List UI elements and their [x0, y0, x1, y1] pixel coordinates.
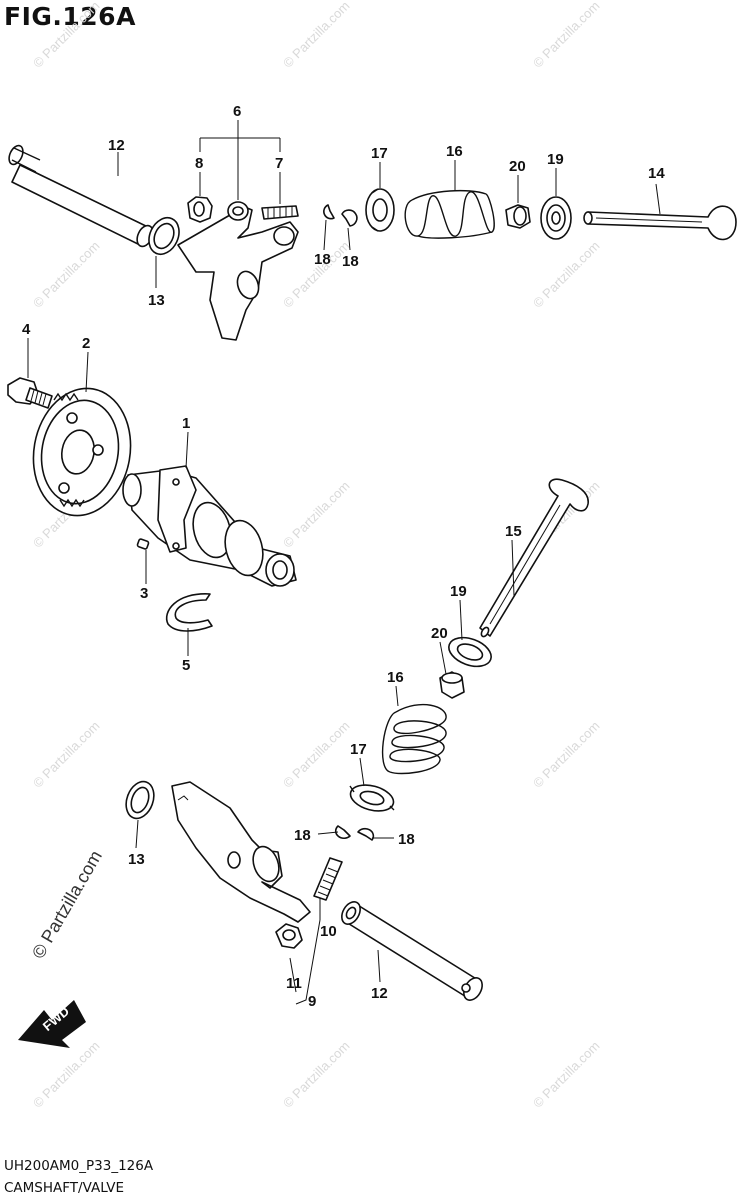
- rocker-shaft-bottom[interactable]: [338, 899, 486, 1004]
- callout-1: 1: [182, 415, 190, 432]
- callout-20: 20: [431, 625, 448, 642]
- callout-7: 7: [275, 155, 283, 172]
- callout-16: 16: [446, 143, 463, 160]
- callout-4: 4: [22, 321, 31, 338]
- callout-18: 18: [314, 251, 331, 268]
- callout-18: 18: [342, 253, 359, 270]
- callout-20: 20: [509, 158, 526, 175]
- cam-sprocket[interactable]: [24, 381, 141, 524]
- forward-direction-arrow: FWD: [18, 1000, 86, 1048]
- valve-stem-seal-top[interactable]: [505, 204, 531, 229]
- valve-cotter-bottom-b[interactable]: [357, 827, 375, 841]
- figure-name: CAMSHAFT/VALVE: [4, 1180, 124, 1196]
- callout-19: 19: [547, 151, 564, 168]
- callout-13: 13: [128, 851, 145, 868]
- thrust-washer-top[interactable]: [143, 213, 184, 259]
- valve-stem-seal-bottom[interactable]: [439, 671, 465, 699]
- callout-13: 13: [148, 292, 165, 309]
- spring-retainer-top[interactable]: [365, 188, 395, 232]
- rocker-arm-bottom[interactable]: [171, 781, 311, 923]
- callout-12: 12: [371, 985, 388, 1002]
- callout-3: 3: [140, 585, 148, 602]
- callout-17: 17: [371, 145, 388, 162]
- callout-12: 12: [108, 137, 125, 154]
- callout-8: 8: [195, 155, 203, 172]
- adjusting-screw-top[interactable]: [261, 205, 299, 220]
- lock-nut-bottom[interactable]: [275, 923, 303, 949]
- figure-code: UH200AM0_P33_126A: [4, 1158, 154, 1174]
- callout-14: 14: [648, 165, 665, 182]
- exhaust-valve[interactable]: [479, 478, 589, 638]
- spring-seat-top[interactable]: [540, 196, 572, 240]
- callout-11: 11: [286, 975, 302, 992]
- callout-18: 18: [398, 831, 415, 848]
- valve-cotter-top-a[interactable]: [323, 204, 335, 220]
- valve-cotter-top-b[interactable]: [341, 209, 358, 227]
- callout-16: 16: [387, 669, 404, 686]
- valve-cotter-bottom-a[interactable]: [334, 825, 351, 840]
- adjusting-screw-bottom[interactable]: [313, 857, 343, 901]
- callout-10: 10: [320, 923, 337, 940]
- rocker-shaft-top[interactable]: [6, 143, 156, 249]
- callout-6: 6: [233, 103, 241, 120]
- callout-17: 17: [350, 741, 367, 758]
- valve-spring-bottom[interactable]: [381, 703, 447, 775]
- callout-18: 18: [294, 827, 311, 844]
- cam-sprocket-bolt[interactable]: [7, 377, 53, 409]
- callout-5: 5: [182, 657, 190, 674]
- dowel-pin[interactable]: [136, 538, 150, 550]
- spring-seat-bottom[interactable]: [445, 632, 495, 671]
- callout-15: 15: [505, 523, 522, 540]
- lock-nut-top[interactable]: [187, 196, 213, 223]
- rocker-arm-top[interactable]: [177, 201, 299, 341]
- intake-valve[interactable]: [583, 205, 737, 241]
- valve-spring-top[interactable]: [404, 189, 495, 239]
- thrust-washer-bottom[interactable]: [121, 778, 158, 823]
- figure-title: FIG.126A: [4, 2, 136, 31]
- leader-lines: [27, 120, 661, 1005]
- camshaft-circlip[interactable]: [165, 593, 213, 632]
- spring-retainer-bottom[interactable]: [348, 781, 397, 816]
- callout-labels: 12 6 8 7 13 17 16 20 19 14 18 18 4 2 1 3…: [22, 103, 665, 1010]
- camshaft[interactable]: [122, 465, 297, 587]
- callout-2: 2: [82, 335, 90, 352]
- callout-19: 19: [450, 583, 467, 600]
- callout-9: 9: [308, 993, 316, 1010]
